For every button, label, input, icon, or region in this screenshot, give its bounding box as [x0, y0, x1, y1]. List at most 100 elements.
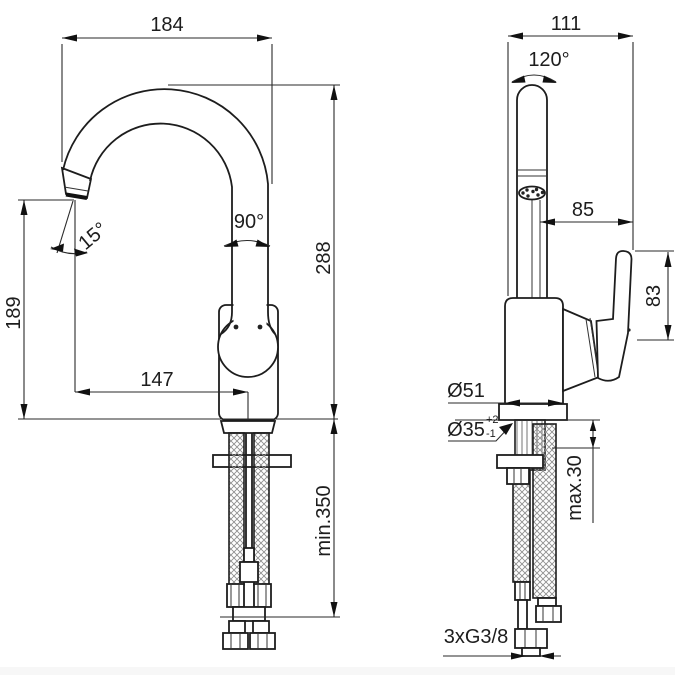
- arrowhead: [499, 423, 513, 435]
- dim-label-184: 184: [150, 14, 183, 36]
- angle-15-ref-line: [56, 200, 74, 254]
- arrowhead: [50, 243, 64, 252]
- arrowhead: [548, 399, 563, 407]
- arrowhead: [589, 437, 597, 448]
- dim-label-111: 111: [551, 13, 581, 35]
- dim-label-288: 288: [313, 241, 335, 274]
- hex-nut-bottom-facets: [524, 629, 537, 648]
- hose-end-facets-side: [519, 582, 526, 600]
- dim-label-max30: max.30: [564, 455, 586, 521]
- base-plate-front: [219, 420, 277, 434]
- angle-90-arc: [223, 239, 271, 247]
- arrowhead: [618, 218, 633, 226]
- dim-label-g38: 3xG3/8: [444, 626, 508, 648]
- spout-inner-curve: [89, 122, 233, 312]
- cap-dot-right: [257, 324, 263, 330]
- hex-fitting-facets: [542, 606, 554, 622]
- arrowhead: [542, 75, 557, 83]
- arrowhead: [255, 239, 270, 247]
- mounting-nut-facets: [513, 468, 522, 484]
- collar-left: [228, 620, 246, 634]
- arrowhead: [540, 218, 555, 226]
- fitting-block: [232, 606, 266, 622]
- dim-label-189: 189: [3, 296, 25, 329]
- front-view-dimensions: 184 189 288 min.350 147 15° 90°: [3, 14, 340, 618]
- spout-neck-lines: [531, 200, 541, 298]
- hose-end-right: [253, 583, 272, 608]
- arrowhead: [539, 652, 554, 660]
- dim-184-lines: [61, 37, 273, 184]
- nozzle-aerator-face: [65, 192, 88, 200]
- arrowhead: [330, 85, 338, 100]
- arrowhead: [75, 388, 90, 396]
- arrowhead: [511, 652, 526, 660]
- aerator-mesh: [521, 187, 545, 198]
- dim-label-min350: min.350: [313, 485, 335, 556]
- arrowhead: [20, 404, 28, 419]
- arrowhead: [62, 34, 77, 42]
- mounting-nut: [506, 467, 530, 485]
- arrowhead: [330, 602, 338, 617]
- center-rod: [245, 433, 253, 548]
- angle-120-arc: [511, 74, 557, 83]
- arrowhead: [330, 404, 338, 419]
- hex-nut-bottom: [514, 628, 548, 649]
- collar-right: [252, 620, 270, 634]
- page-bottom-strip: [0, 667, 675, 675]
- spout-cap-arc: [516, 84, 548, 101]
- dim-label-83: 83: [643, 285, 665, 307]
- dim-111-lines: [507, 35, 634, 296]
- arrowhead: [257, 34, 272, 42]
- aerator-outline: [518, 185, 546, 201]
- base-flange-side: [498, 403, 568, 421]
- arrowhead: [233, 388, 248, 396]
- arrowhead: [505, 399, 520, 407]
- center-fitting: [239, 561, 259, 583]
- arrowhead: [508, 32, 523, 40]
- arrowhead: [664, 325, 672, 340]
- lever-handle: [595, 250, 633, 382]
- dim-label-85: 85: [572, 199, 594, 221]
- angle-label-90: 90°: [234, 211, 264, 233]
- connection-tube: [517, 599, 528, 630]
- arrowhead: [20, 200, 28, 215]
- supply-hose-front: [532, 423, 557, 599]
- dim-label-d35: Ø35: [447, 419, 485, 441]
- spout-joint-lines: [517, 169, 547, 177]
- dim-label-147: 147: [140, 369, 173, 391]
- dim-288-lines: [168, 84, 340, 419]
- thread-stub: [521, 647, 541, 657]
- hose-hex-fitting: [535, 605, 562, 623]
- arrowhead: [618, 32, 633, 40]
- hex-nut-right: [249, 632, 276, 650]
- hex-nut-left: [222, 632, 249, 650]
- dim-min350-lines: [220, 419, 340, 618]
- arrowhead: [511, 75, 526, 83]
- spout-column-side: [516, 100, 548, 298]
- dim-label-d35-tol-minus: -1: [486, 428, 496, 440]
- arrowhead: [664, 252, 672, 267]
- handle-housing: [562, 307, 600, 393]
- center-fitting-top: [243, 547, 255, 563]
- arrowhead: [74, 248, 88, 257]
- lever-dot: [627, 328, 631, 332]
- column-flare-left: [220, 311, 233, 335]
- dim-label-d51: Ø51: [447, 380, 485, 402]
- hex-nut-facets: [230, 633, 268, 649]
- arrowhead: [589, 420, 597, 431]
- spout-outer-curve: [62, 88, 269, 312]
- front-view: 184 189 288 min.350 147 15° 90°: [3, 14, 340, 650]
- hose-end-fitting: [514, 581, 531, 601]
- cap-dot-left: [233, 324, 239, 330]
- column-flare-right: [267, 311, 276, 335]
- dim-147-lines: [74, 200, 249, 420]
- arrowhead: [224, 239, 239, 247]
- hose-collar: [537, 597, 557, 607]
- mounting-washer: [496, 454, 544, 469]
- faucet-body-side: [504, 297, 564, 405]
- dim-189-lines: [18, 199, 74, 419]
- side-view-dimensions: 111 120° 85 83 Ø51 Ø35 +2 -1 max.30 3xG3…: [443, 13, 674, 660]
- nozzle-lip-line: [63, 186, 89, 192]
